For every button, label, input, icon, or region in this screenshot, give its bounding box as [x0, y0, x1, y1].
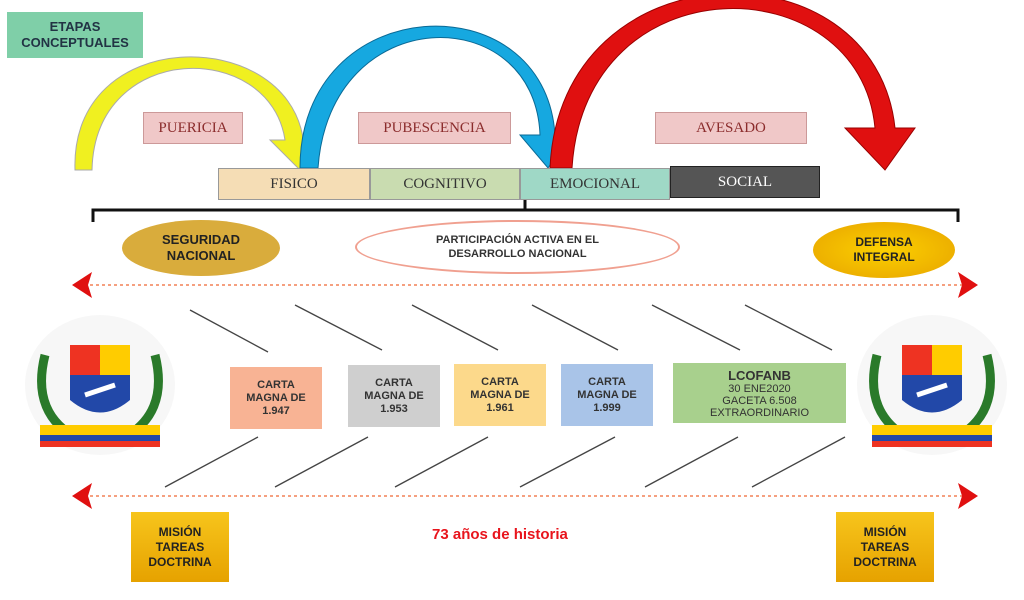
stage-label: EMOCIONAL	[550, 175, 640, 192]
oval-seguridad-nacional: SEGURIDAD NACIONAL	[122, 220, 280, 276]
title-text: ETAPAS CONCEPTUALES	[21, 19, 129, 50]
arrow-left-top-icon	[72, 272, 92, 298]
stage-cognitivo: COGNITIVO	[370, 168, 520, 200]
phase-label: PUBESCENCIA	[383, 119, 486, 136]
oval-participacion: PARTICIPACIÓN ACTIVA EN EL DESARROLLO NA…	[355, 220, 680, 274]
phase-label: AVESADO	[696, 119, 766, 136]
phase-label: PUERICIA	[158, 119, 228, 136]
arrow-left-bottom-icon	[72, 483, 92, 509]
stage-fisico: FISICO	[218, 168, 370, 200]
stage-label: FISICO	[270, 175, 318, 192]
red-arc-arrow	[549, 0, 916, 171]
coat-of-arms-left	[25, 315, 175, 455]
blue-arc-arrow	[299, 25, 573, 169]
mision-box-left: MISIÓN TAREAS DOCTRINA	[131, 512, 229, 582]
oval-defensa-integral: DEFENSA INTEGRAL	[813, 222, 955, 278]
arrow-right-bottom-icon	[958, 483, 978, 509]
stage-label: COGNITIVO	[403, 175, 487, 192]
oval-label: DEFENSA INTEGRAL	[853, 235, 915, 264]
history-text: 73 años de historia	[432, 526, 568, 543]
stage-social: SOCIAL	[670, 166, 820, 198]
phase-pubescencia: PUBESCENCIA	[358, 112, 511, 144]
mision-box-right: MISIÓN TAREAS DOCTRINA	[836, 512, 934, 582]
phase-puericia: PUERICIA	[143, 112, 243, 144]
phase-avesado: AVESADO	[655, 112, 807, 144]
title-box: ETAPAS CONCEPTUALES	[7, 12, 143, 58]
coat-of-arms-right	[857, 315, 1007, 455]
diagonal-arrows	[164, 304, 846, 488]
oval-label: PARTICIPACIÓN ACTIVA EN EL DESARROLLO NA…	[436, 234, 599, 260]
stage-emocional: EMOCIONAL	[520, 168, 670, 200]
bracket	[91, 200, 960, 222]
arrow-right-top-icon	[958, 272, 978, 298]
oval-label: SEGURIDAD NACIONAL	[161, 232, 240, 263]
stage-label: SOCIAL	[717, 173, 773, 190]
